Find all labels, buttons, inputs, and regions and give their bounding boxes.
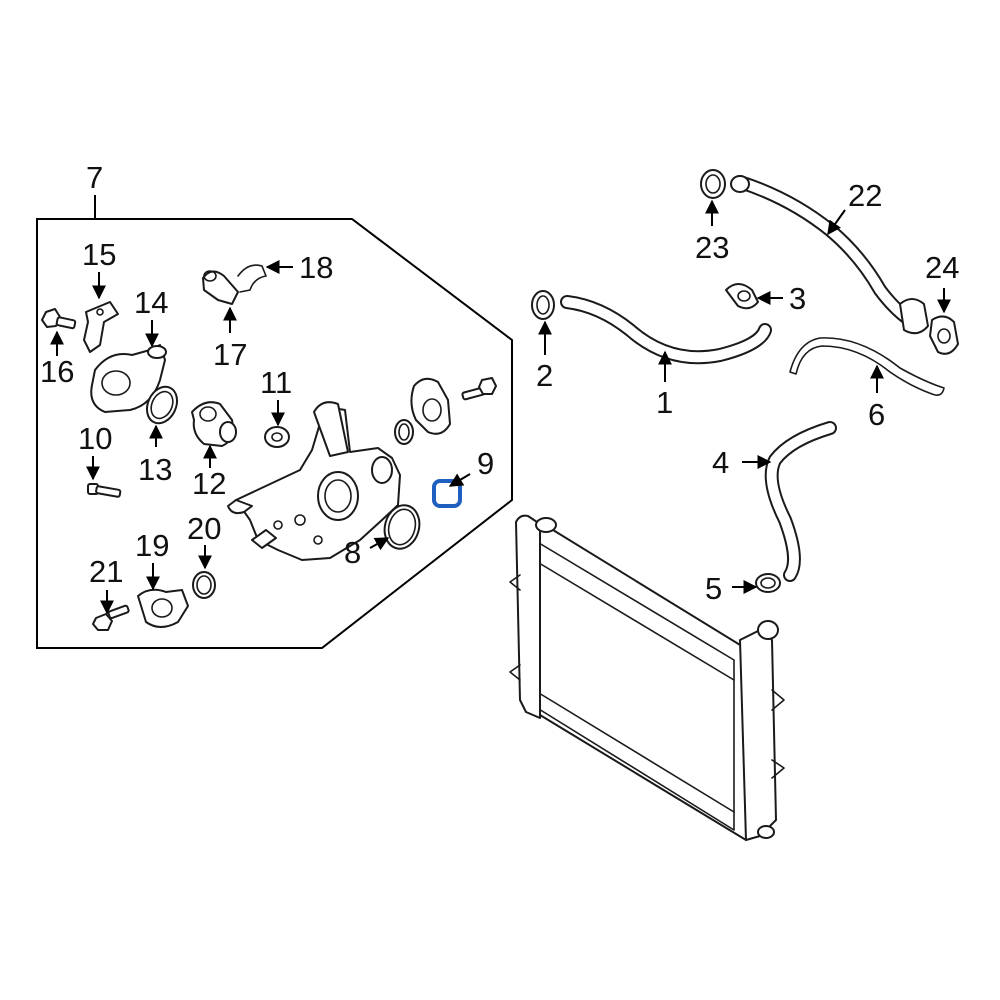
clip-18-part[interactable] bbox=[237, 264, 267, 293]
callout-10: 10 bbox=[78, 421, 112, 456]
callout-7: 7 bbox=[86, 160, 103, 195]
bolt-10-part[interactable] bbox=[87, 483, 122, 498]
plug-11-part[interactable] bbox=[264, 426, 290, 448]
pipe-22-part[interactable] bbox=[730, 175, 929, 335]
callout-14: 14 bbox=[134, 285, 168, 320]
callout-3: 3 bbox=[789, 281, 806, 316]
bolt-16-part[interactable] bbox=[41, 308, 77, 330]
callout-21: 21 bbox=[89, 554, 123, 589]
radiator-part[interactable] bbox=[509, 514, 785, 841]
callout-8: 8 bbox=[344, 535, 361, 570]
callout-20: 20 bbox=[187, 511, 221, 546]
gasket-24-part[interactable] bbox=[929, 315, 959, 355]
hose-1-part[interactable] bbox=[560, 295, 772, 365]
callout-22: 22 bbox=[848, 178, 882, 213]
callout-18: 18 bbox=[299, 250, 333, 285]
callout-23: 23 bbox=[695, 230, 729, 265]
callout-2: 2 bbox=[536, 358, 553, 393]
callout-5: 5 bbox=[705, 571, 722, 606]
gasket-9-highlighted[interactable] bbox=[432, 479, 462, 508]
callout-labels: 1 2 3 4 5 6 7 8 9 10 11 12 13 14 15 16 1… bbox=[40, 160, 959, 606]
o-ring-13-part[interactable] bbox=[141, 382, 182, 428]
bolt-flange-part[interactable] bbox=[461, 377, 497, 401]
callout-1: 1 bbox=[656, 385, 673, 420]
callout-11: 11 bbox=[260, 365, 292, 400]
callout-6: 6 bbox=[868, 397, 885, 432]
callout-17: 17 bbox=[213, 337, 247, 372]
callout-13: 13 bbox=[138, 452, 172, 487]
callout-16: 16 bbox=[40, 354, 74, 389]
hose-4-part[interactable] bbox=[764, 421, 837, 582]
sensor-17-part[interactable] bbox=[202, 270, 239, 305]
o-ring-20-part[interactable] bbox=[192, 571, 216, 599]
flange-fitting-part[interactable] bbox=[410, 377, 451, 435]
clamp-5-part[interactable] bbox=[755, 573, 781, 593]
clamp-3-part[interactable] bbox=[725, 283, 759, 310]
o-ring-8-part[interactable] bbox=[380, 501, 424, 552]
o-ring-small-part[interactable] bbox=[394, 419, 414, 445]
callout-24: 24 bbox=[925, 250, 959, 285]
clamp-2-part[interactable] bbox=[531, 290, 555, 320]
thermostat-part[interactable] bbox=[191, 401, 237, 447]
tube-6-part[interactable] bbox=[789, 337, 945, 396]
o-ring-23-part[interactable] bbox=[700, 169, 726, 199]
callout-15: 15 bbox=[82, 237, 116, 272]
callout-4: 4 bbox=[712, 445, 729, 480]
callout-9: 9 bbox=[477, 446, 494, 481]
bracket-part[interactable] bbox=[83, 301, 119, 353]
leader-lines bbox=[50, 199, 951, 615]
flange-19-part[interactable] bbox=[137, 588, 189, 628]
callout-19: 19 bbox=[135, 528, 169, 563]
coolant-housing-part[interactable] bbox=[227, 401, 401, 561]
callout-12: 12 bbox=[192, 466, 226, 501]
assembly-box bbox=[36, 195, 513, 649]
bolt-21-part[interactable] bbox=[92, 604, 130, 631]
